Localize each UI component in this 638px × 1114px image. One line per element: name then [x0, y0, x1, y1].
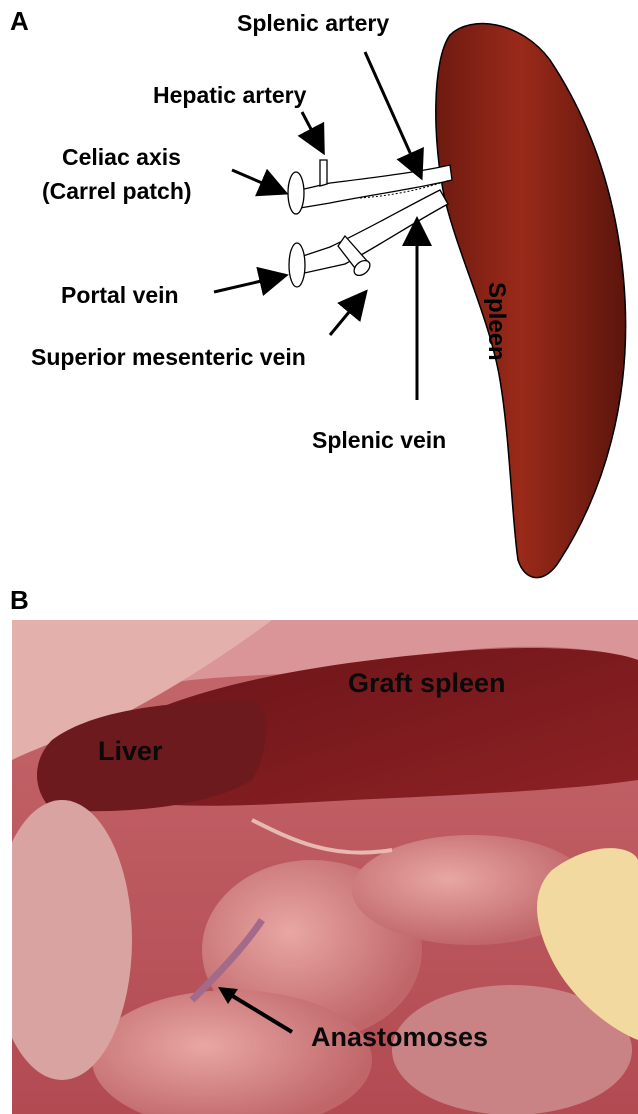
hepatic-artery-arrow	[302, 112, 322, 150]
label-spleen: Spleen	[482, 282, 510, 361]
label-anastomoses: Anastomoses	[311, 1022, 488, 1053]
surgical-photo: Graft spleen Liver Anastomoses	[12, 620, 638, 1114]
label-splenic-artery: Splenic artery	[237, 10, 389, 36]
label-splenic-vein: Splenic vein	[312, 427, 446, 453]
spleen-shape	[436, 24, 626, 578]
label-superior-mesenteric-vein: Superior mesenteric vein	[31, 344, 306, 370]
panel-b-letter: B	[10, 585, 29, 616]
smv-arrow	[330, 294, 364, 335]
label-celiac-axis: Celiac axis	[62, 144, 181, 170]
label-carrel-patch: (Carrel patch)	[42, 178, 192, 204]
label-portal-vein: Portal vein	[61, 282, 179, 308]
label-graft-spleen: Graft spleen	[348, 668, 506, 699]
celiac-axis-arrow	[232, 170, 283, 192]
label-liver: Liver	[98, 736, 163, 767]
portal-vein-arrow	[214, 276, 283, 292]
vessels	[288, 160, 452, 287]
splenic-artery-arrow	[365, 52, 420, 175]
label-hepatic-artery: Hepatic artery	[153, 82, 306, 108]
